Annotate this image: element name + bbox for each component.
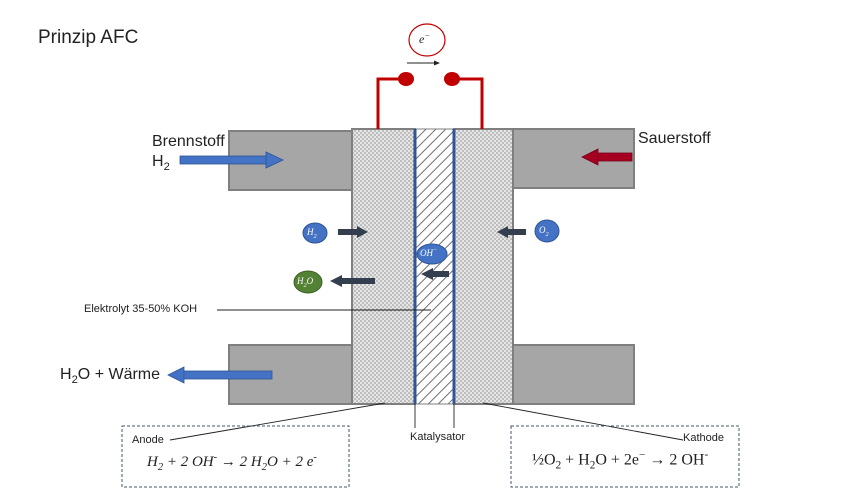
oh-ion [416, 243, 448, 265]
anode-equation-box [121, 425, 350, 488]
h2o-molecule-label: H2O [297, 276, 314, 289]
oh-arrow-head [421, 268, 433, 280]
o2-arrow-shaft [507, 229, 526, 235]
terminal-left [398, 72, 414, 86]
fuel-name: Brennstoff [152, 133, 225, 150]
cathode-equation: ½O2 + H2O + 2e− → 2 OH- [532, 449, 709, 472]
fuel-label: Brennstoff H2 [152, 132, 225, 177]
oh-ion-label: OH− [420, 247, 438, 258]
page-title: Prinzip AFC [38, 27, 139, 48]
electron-circle [408, 23, 446, 57]
oxidant-arrow-head [581, 148, 599, 166]
o2-molecule-label: O2 [539, 225, 549, 238]
cathode-equation-box [510, 425, 740, 488]
waste-arrow-head [167, 366, 185, 384]
cathode-electrode [453, 128, 514, 405]
cathode-outlet-plate [510, 344, 635, 405]
catalyst-label: Katalysator [410, 431, 466, 443]
anode-label: Anode [132, 434, 164, 446]
circuit-wire-right [452, 77, 484, 129]
electron-label: e− [419, 31, 430, 46]
cathode-label: Kathode [683, 432, 724, 444]
h2-molecule-label: H2 [307, 227, 317, 240]
h2-arrow-head [357, 226, 368, 238]
electrolyte [414, 128, 455, 405]
oxidant-label: Sauerstoff [638, 130, 711, 147]
anode-electrode [351, 128, 416, 405]
anode-leader [169, 402, 386, 441]
electrolyte-label: Elektrolyt 35-50% KOH [84, 303, 198, 315]
h2-arrow-shaft [338, 229, 358, 235]
oh-arrow-shaft [432, 271, 449, 277]
waste-label: H2O + Wärme [60, 366, 161, 387]
waste-arrow-shaft [181, 370, 273, 380]
oxidant-arrow-shaft [596, 152, 633, 162]
o2-arrow-head [497, 226, 508, 238]
terminal-right [444, 72, 460, 86]
h2o-arrow-head [330, 275, 342, 287]
h2o-molecule [293, 270, 323, 294]
electron-arrow-head [434, 60, 440, 66]
fuel-formula: H2 [152, 153, 170, 174]
circuit-wire-left [376, 77, 406, 129]
anode-equation: H2 + 2 OH- → 2 H2O + 2 e- [147, 452, 317, 473]
fuel-arrow-head [265, 151, 284, 169]
h2o-arrow-shaft [340, 278, 375, 284]
h2-molecule [302, 222, 328, 244]
cathode-leader [482, 402, 684, 441]
o2-molecule [534, 219, 560, 243]
